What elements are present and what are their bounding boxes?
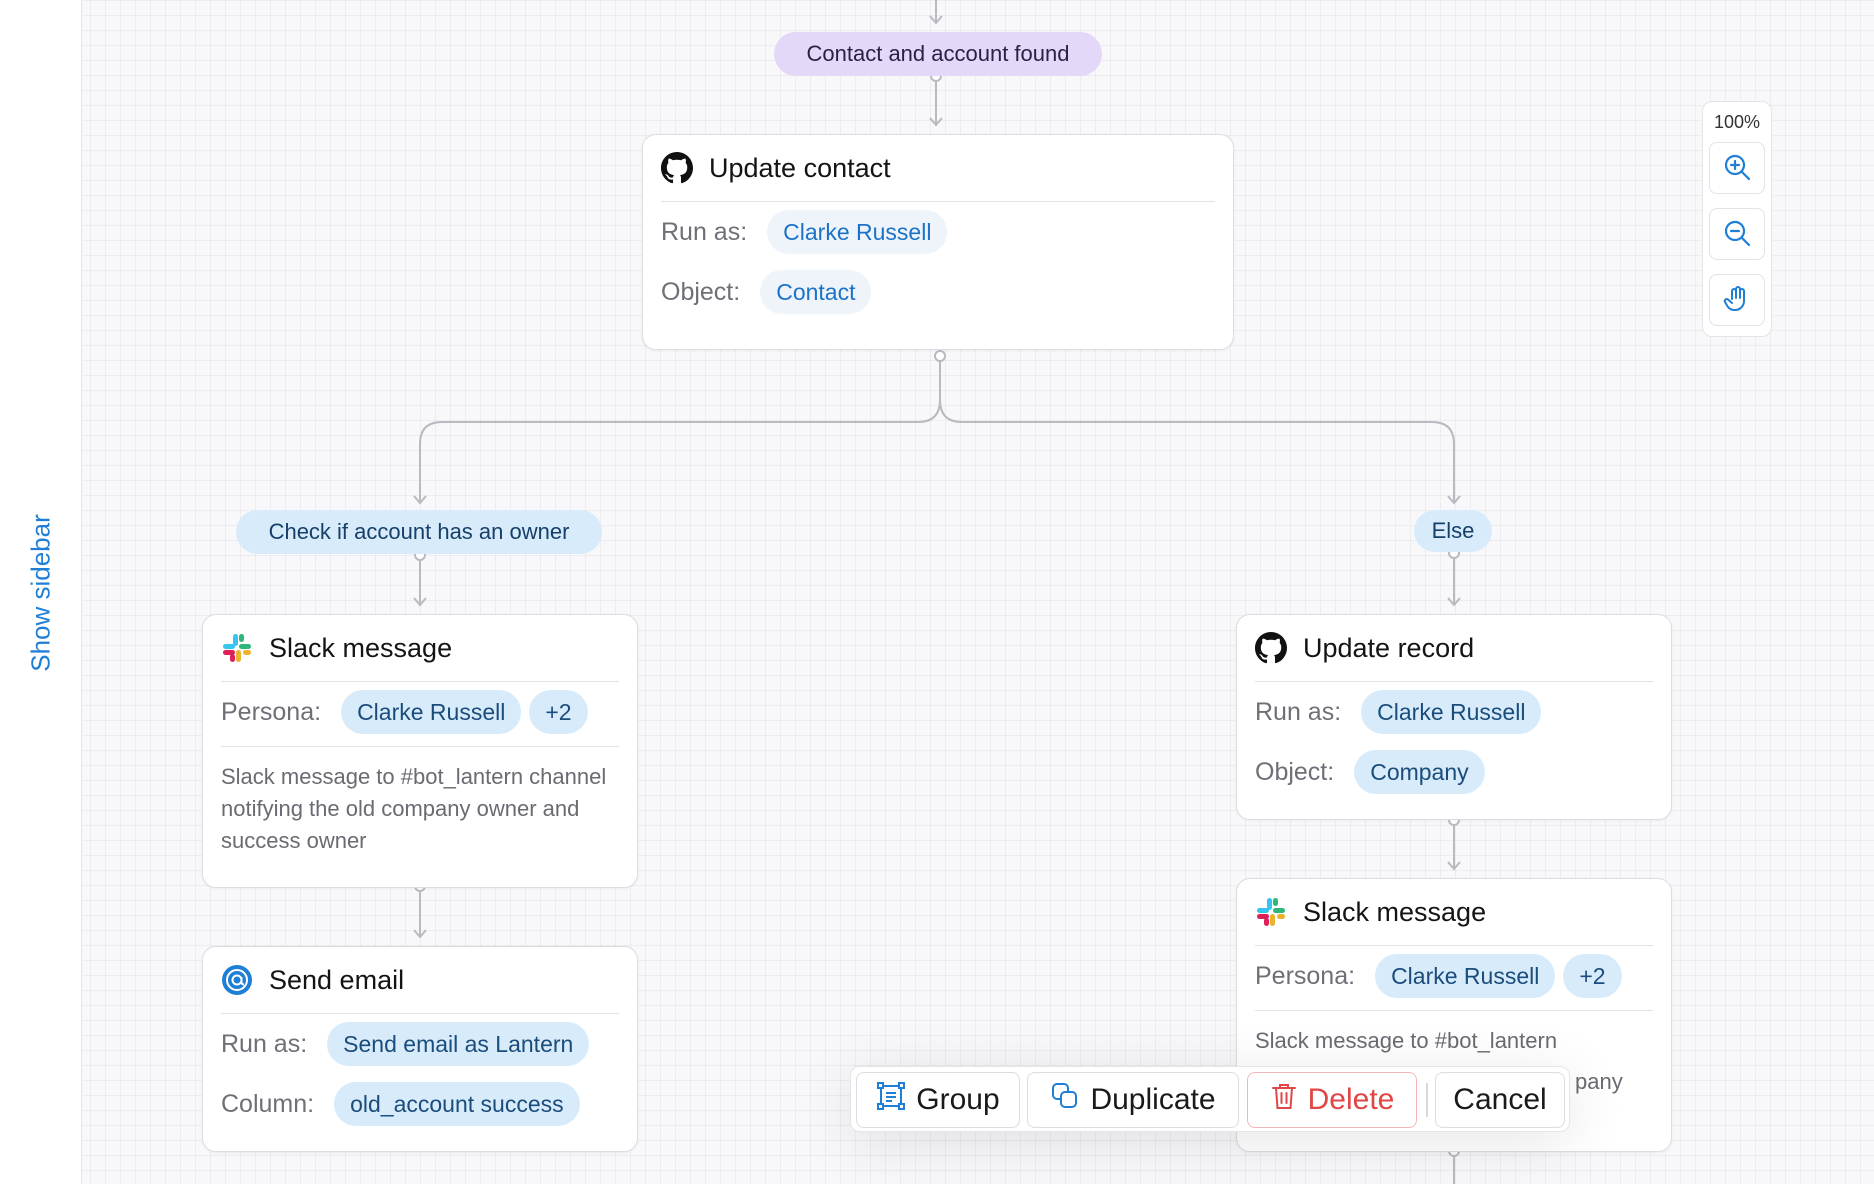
arrow-head: [1447, 861, 1461, 871]
run-as-row: Run as: Send email as Lantern: [221, 1014, 619, 1074]
message-description-overflow: pany: [1575, 1069, 1623, 1094]
message-description: Slack message to #bot_lantern: [1255, 1028, 1558, 1053]
arrow-head: [413, 495, 427, 505]
duplicate-button[interactable]: Duplicate: [1027, 1072, 1239, 1128]
send-email-card[interactable]: Send email Run as: Send email as Lantern…: [202, 946, 638, 1152]
github-icon: [661, 152, 693, 184]
persona-label: Persona:: [1255, 961, 1356, 990]
group-icon: [876, 1081, 906, 1119]
divider: [221, 746, 619, 747]
card-header: Update record: [1255, 615, 1653, 682]
slack-message-card-left[interactable]: Slack message Persona: Clarke Russell +2…: [202, 614, 638, 888]
arrow-head: [413, 597, 427, 607]
update-contact-card[interactable]: Update contact Run as: Clarke Russell Ob…: [642, 134, 1234, 350]
zoom-in-button[interactable]: [1709, 142, 1765, 194]
slack-icon: [221, 632, 253, 664]
duplicate-label: Duplicate: [1090, 1083, 1216, 1116]
object-label: Object:: [661, 277, 741, 306]
condition-account-has-owner[interactable]: Check if account has an owner: [236, 510, 602, 554]
connector-line: [939, 399, 1455, 502]
column-tag[interactable]: old_account success: [334, 1082, 580, 1126]
run-as-label: Run as:: [221, 1029, 308, 1058]
column-row: Column: old_account success: [221, 1074, 619, 1134]
card-title: Slack message: [1303, 896, 1487, 927]
persona-row: Persona: Clarke Russell +2: [1255, 946, 1653, 1006]
action-separator: [1426, 1083, 1428, 1117]
card-title: Update contact: [709, 152, 891, 183]
run-as-label: Run as:: [661, 217, 748, 246]
run-as-tag[interactable]: Clarke Russell: [767, 210, 948, 254]
card-header: Send email: [221, 947, 619, 1014]
message-description: Slack message to #bot_lantern channel no…: [221, 764, 607, 853]
group-button[interactable]: Group: [856, 1072, 1020, 1128]
connector-line: [419, 360, 941, 502]
zoom-out-icon: [1722, 218, 1752, 251]
condition-contact-account-found[interactable]: Contact and account found: [774, 32, 1102, 76]
trash-icon: [1270, 1081, 1298, 1119]
zoom-in-icon: [1722, 152, 1752, 185]
hand-icon: [1722, 284, 1752, 317]
zoom-level: 100%: [1713, 112, 1761, 132]
arrow-head: [1447, 597, 1461, 607]
arrow-head: [413, 929, 427, 939]
zoom-out-button[interactable]: [1709, 208, 1765, 260]
persona-row: Persona: Clarke Russell +2: [221, 682, 619, 742]
zoom-controls: 100%: [1702, 101, 1772, 337]
at-sign-icon: [221, 964, 253, 996]
card-header: Slack message: [1255, 879, 1653, 946]
group-label: Group: [916, 1083, 1000, 1116]
run-as-row: Run as: Clarke Russell: [661, 202, 1215, 262]
condition-else[interactable]: Else: [1414, 510, 1492, 552]
sidebar: Show sidebar: [0, 0, 82, 1184]
arrow-head: [929, 117, 943, 127]
card-title: Slack message: [269, 632, 453, 663]
card-title: Update record: [1303, 632, 1475, 663]
cancel-label: Cancel: [1453, 1083, 1547, 1116]
github-icon: [1255, 632, 1287, 664]
selection-action-bar: Group Duplicate Delete Cancel: [850, 1066, 1570, 1132]
persona-tag[interactable]: Clarke Russell: [1375, 954, 1556, 998]
pan-button[interactable]: [1709, 274, 1765, 326]
object-tag[interactable]: Contact: [760, 270, 872, 314]
connector-dot: [934, 350, 946, 362]
run-as-label: Run as:: [1255, 697, 1342, 726]
persona-tag[interactable]: Clarke Russell: [341, 690, 522, 734]
card-title: Send email: [269, 964, 405, 995]
run-as-tag[interactable]: Clarke Russell: [1361, 690, 1542, 734]
column-label: Column:: [221, 1089, 315, 1118]
arrow-head: [929, 15, 943, 25]
run-as-row: Run as: Clarke Russell: [1255, 682, 1653, 742]
persona-more-tag[interactable]: +2: [1563, 954, 1622, 998]
object-label: Object:: [1255, 757, 1335, 786]
slack-icon: [1255, 896, 1287, 928]
card-header: Slack message: [221, 615, 619, 682]
delete-button[interactable]: Delete: [1247, 1072, 1417, 1128]
cancel-button[interactable]: Cancel: [1435, 1072, 1565, 1128]
object-tag[interactable]: Company: [1354, 750, 1485, 794]
persona-label: Persona:: [221, 697, 322, 726]
persona-more-tag[interactable]: +2: [529, 690, 588, 734]
arrow-head: [1447, 495, 1461, 505]
card-header: Update contact: [661, 135, 1215, 202]
run-as-tag[interactable]: Send email as Lantern: [327, 1022, 590, 1066]
object-row: Object: Contact: [661, 262, 1215, 322]
delete-label: Delete: [1307, 1083, 1395, 1116]
update-record-card[interactable]: Update record Run as: Clarke Russell Obj…: [1236, 614, 1672, 820]
divider: [1255, 1010, 1653, 1011]
object-row: Object: Company: [1255, 742, 1653, 802]
duplicate-icon: [1050, 1081, 1080, 1119]
